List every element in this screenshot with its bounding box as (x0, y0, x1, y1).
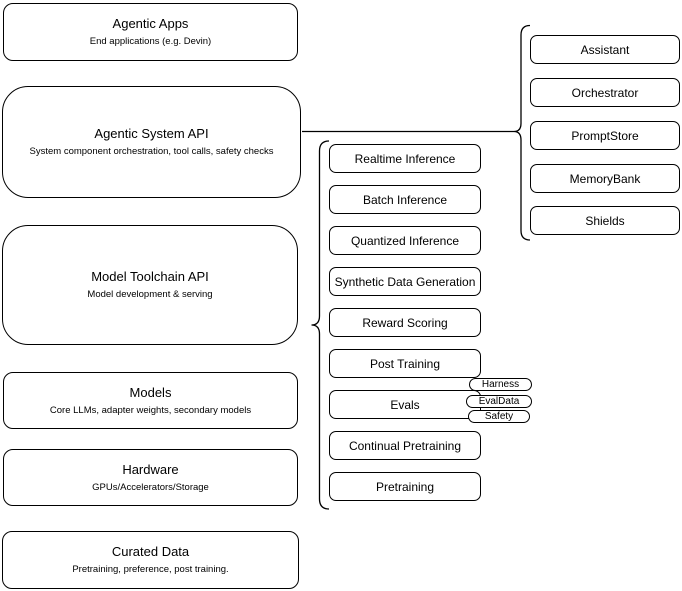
toolchain-item-continual-pretraining: Continual Pretraining (329, 431, 481, 460)
toolchain-item-pretraining: Pretraining (329, 472, 481, 501)
toolchain-item-post-training: Post Training (329, 349, 481, 378)
node-title: Agentic Apps (112, 16, 189, 31)
node-subtitle: System component orchestration, tool cal… (29, 146, 274, 157)
node-title: Agentic System API (94, 126, 209, 141)
eval-tag-harness: Harness (469, 378, 532, 391)
eval-tag-evaldata: EvalData (466, 395, 532, 408)
system-component-memorybank: MemoryBank (530, 164, 680, 193)
node-hardware: Hardware GPUs/Accelerators/Storage (3, 449, 298, 506)
node-subtitle: Model development & serving (87, 289, 213, 300)
system-component-orchestrator: Orchestrator (530, 78, 680, 107)
toolchain-item-batch-inference: Batch Inference (329, 185, 481, 214)
toolchain-item-realtime-inference: Realtime Inference (329, 144, 481, 173)
system-component-assistant: Assistant (530, 35, 680, 64)
node-subtitle: Pretraining, preference, post training. (72, 564, 229, 575)
toolchain-item-synthetic-data-generation: Synthetic Data Generation (329, 267, 481, 296)
node-agentic-apps: Agentic Apps End applications (e.g. Devi… (3, 3, 298, 61)
node-subtitle: End applications (e.g. Devin) (89, 36, 212, 47)
node-model-toolchain-api: Model Toolchain API Model development & … (2, 225, 298, 345)
toolchain-item-quantized-inference: Quantized Inference (329, 226, 481, 255)
toolchain-item-evals: Evals (329, 390, 481, 419)
node-models: Models Core LLMs, adapter weights, secon… (3, 372, 298, 429)
system-component-shields: Shields (530, 206, 680, 235)
node-subtitle: GPUs/Accelerators/Storage (92, 481, 209, 493)
components-brace (513, 24, 531, 241)
node-title: Hardware (122, 461, 179, 477)
node-agentic-system-api: Agentic System API System component orch… (2, 86, 301, 198)
node-curated-data: Curated Data Pretraining, preference, po… (2, 531, 299, 589)
system-component-promptstore: PromptStore (530, 121, 680, 150)
node-title: Model Toolchain API (91, 269, 209, 284)
node-subtitle: Core LLMs, adapter weights, secondary mo… (49, 404, 252, 416)
node-title: Models (129, 384, 172, 400)
toolchain-item-reward-scoring: Reward Scoring (329, 308, 481, 337)
toolchain-brace (311, 140, 330, 510)
node-title: Curated Data (111, 544, 190, 559)
eval-tag-safety: Safety (468, 410, 530, 423)
